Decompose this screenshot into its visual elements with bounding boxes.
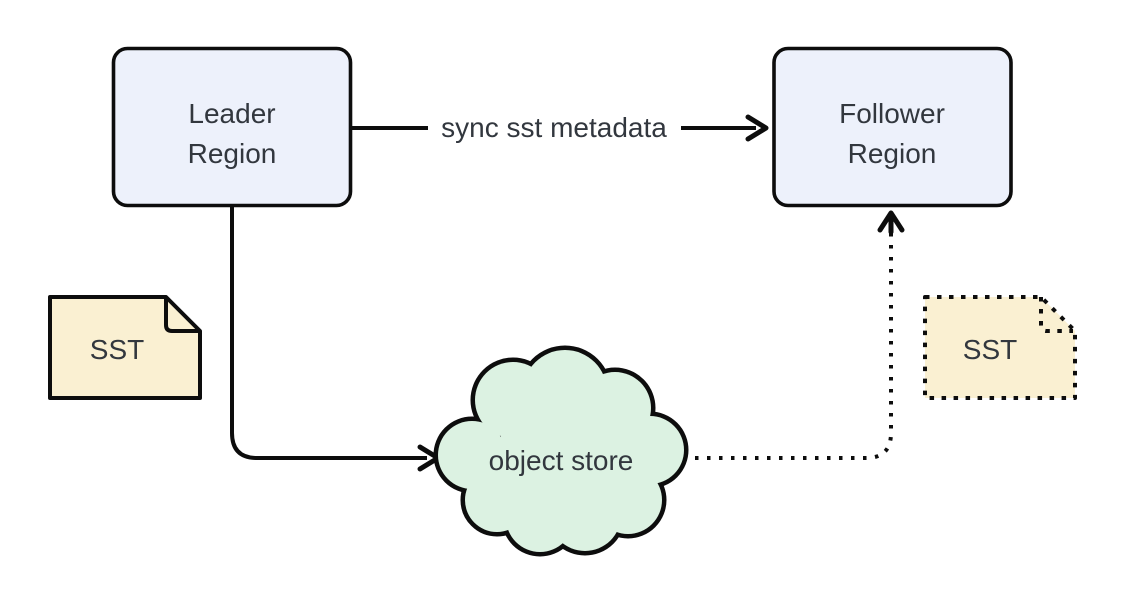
sst-right-note-fold-icon [1039, 297, 1073, 333]
follower-region-label-line2: Region [848, 138, 937, 169]
object-store-label: object store [489, 445, 634, 476]
leader-region-label-line1: Leader [188, 98, 275, 129]
up-arrowhead-icon [877, 210, 905, 235]
edge-object-store-to-follower [683, 210, 905, 460]
sst-right-label: SST [963, 334, 1017, 365]
node-follower-region: Follower Region [772, 46, 1013, 208]
leader-region-box [111, 46, 353, 208]
node-sst-left: SST [48, 295, 202, 400]
cloud-fill-layer [438, 350, 684, 552]
edge-leader-to-object-store [230, 206, 441, 472]
node-object-store: object store [433, 345, 689, 557]
leader-region-label: Leader Region [188, 98, 277, 169]
sst-left-note-icon [48, 295, 202, 400]
sst-left-note-fold-icon [164, 297, 198, 333]
edge-sync-sst-metadata: sync sst metadata [352, 112, 769, 143]
follower-region-box [772, 46, 1013, 208]
right-arrowhead-icon [745, 114, 769, 142]
leader-to-cloud-path [230, 206, 427, 460]
sst-left-label: SST [90, 334, 144, 365]
node-leader-region: Leader Region [111, 46, 353, 208]
follower-region-label-line1: Follower [839, 98, 945, 129]
sync-edge-label: sync sst metadata [441, 112, 667, 143]
cloud-to-follower-dotted-path [683, 230, 893, 460]
node-sst-right: SST [923, 295, 1077, 400]
follower-region-label: Follower Region [839, 98, 945, 169]
leader-region-label-line2: Region [188, 138, 277, 169]
sst-right-note-icon [923, 295, 1077, 400]
